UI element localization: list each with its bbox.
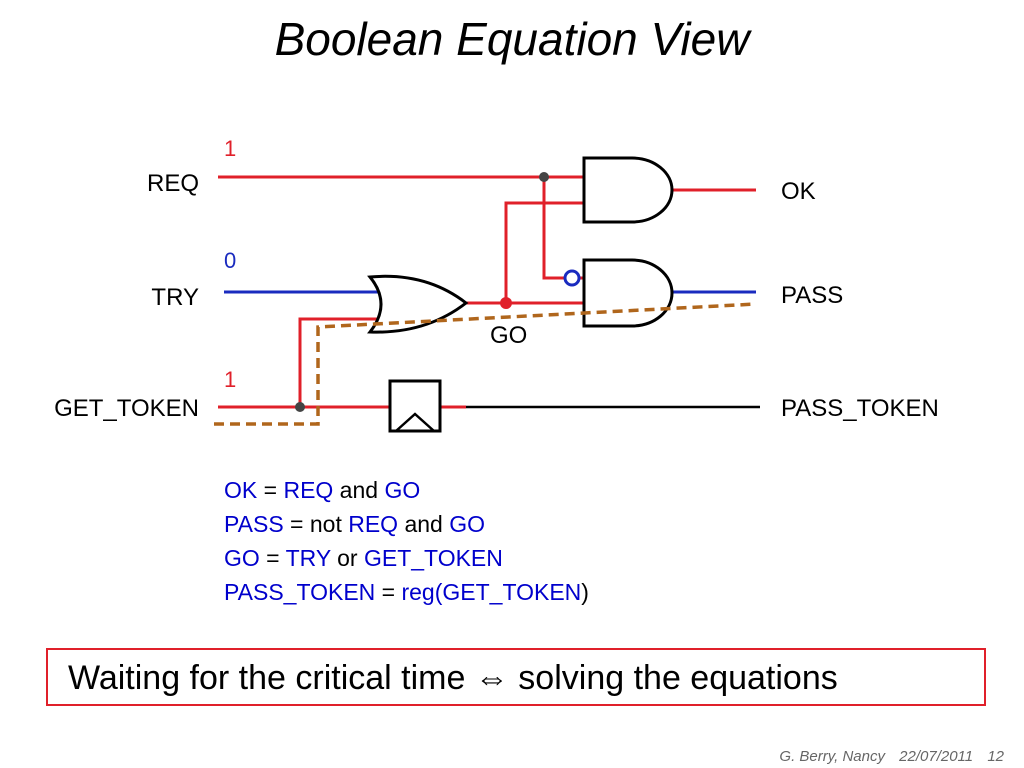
footer-author: G. Berry, Nancy bbox=[779, 748, 885, 765]
equation-variable: REQ bbox=[283, 477, 334, 503]
equation-operator: and bbox=[398, 511, 450, 537]
equation-ok: OK = REQ and GO bbox=[224, 473, 589, 507]
critical-path bbox=[214, 302, 757, 426]
get-token-branch-wire bbox=[298, 317, 384, 407]
footer: G. Berry, Nancy 22/07/2011 12 bbox=[779, 748, 1004, 765]
input-label-try: TRY bbox=[151, 284, 199, 311]
and-gate-ok bbox=[582, 156, 674, 224]
circuit-diagram: REQ TRY GET_TOKEN 1 0 1 OK PASS PASS_TOK… bbox=[54, 136, 939, 433]
clock-indicator-icon bbox=[395, 412, 435, 432]
callout-box: Waiting for the critical time ⇔ solving … bbox=[46, 648, 986, 706]
input-label-get-token: GET_TOKEN bbox=[54, 395, 199, 422]
junction-get-token bbox=[295, 402, 305, 412]
equation-variable: GO bbox=[449, 511, 486, 537]
equation-variable: OK bbox=[224, 477, 258, 503]
equation-variable: GET_TOKEN bbox=[363, 545, 503, 571]
equation-operator: and bbox=[333, 477, 385, 503]
signal-label-go: GO bbox=[490, 322, 527, 349]
output-label-pass-token: PASS_TOKEN bbox=[781, 395, 939, 422]
output-label-ok: OK bbox=[781, 178, 816, 205]
equation-pass-token: PASS_TOKEN = reg(GET_TOKEN) bbox=[224, 575, 589, 609]
input-label-req: REQ bbox=[147, 170, 199, 197]
equation-variable: PASS bbox=[224, 511, 284, 537]
inverter-bubble bbox=[563, 269, 581, 287]
equation-pass: PASS = not REQ and GO bbox=[224, 507, 589, 541]
equation-variable: TRY bbox=[285, 545, 331, 571]
equation-variable: GET_TOKEN bbox=[442, 579, 582, 605]
equation-variable: REQ bbox=[348, 511, 399, 537]
output-label-pass: PASS bbox=[781, 282, 843, 309]
input-value-get-token: 1 bbox=[224, 367, 236, 392]
req-branch-wire bbox=[542, 177, 584, 280]
equation-variable: GO bbox=[224, 545, 260, 571]
or-gate-go bbox=[366, 274, 469, 334]
footer-date: 22/07/2011 bbox=[899, 748, 974, 765]
and-gate-pass bbox=[582, 258, 674, 328]
footer-page-number: 12 bbox=[987, 748, 1004, 765]
equation-operator: = bbox=[257, 477, 284, 503]
equation-go: GO = TRY or GET_TOKEN bbox=[224, 541, 589, 575]
equation-operator: = bbox=[259, 545, 286, 571]
equation-operator: or bbox=[330, 545, 364, 571]
junction-go bbox=[500, 297, 512, 309]
junction-req bbox=[539, 172, 549, 182]
equation-variable: GO bbox=[384, 477, 421, 503]
go-to-ok-wire bbox=[504, 201, 584, 303]
equation-variable: PASS_TOKEN bbox=[224, 579, 376, 605]
input-value-try: 0 bbox=[224, 248, 236, 273]
input-value-req: 1 bbox=[224, 136, 236, 161]
equations-block: OK = REQ and GO PASS = not REQ and GO GO… bbox=[224, 473, 589, 609]
slide-title: Boolean Equation View bbox=[274, 13, 750, 65]
equation-operator: ) bbox=[581, 579, 589, 605]
equation-variable: reg( bbox=[401, 579, 443, 605]
equation-operator: = not bbox=[283, 511, 349, 537]
register bbox=[388, 379, 442, 433]
equation-operator: = bbox=[375, 579, 402, 605]
